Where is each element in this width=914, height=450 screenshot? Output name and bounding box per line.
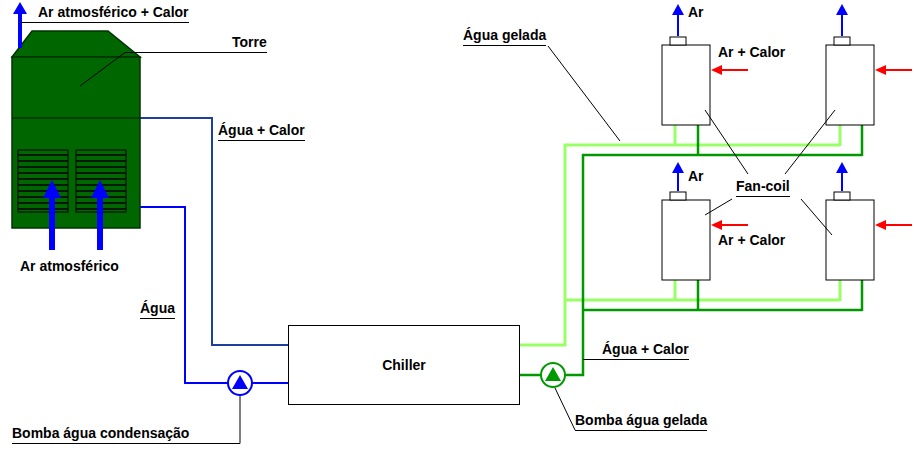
fan-coil-outlet [670,192,686,200]
fan-coil-unit [826,200,874,280]
pump-label: Bomba água condensação [12,425,189,444]
water-pipe [140,207,288,383]
fan-coil-unit [662,200,710,280]
heat-arrow [720,224,748,226]
leader-line [20,22,40,23]
air-arrow-head [672,4,684,15]
pipe-label: Água gelada [463,27,546,46]
air-arrow-head [91,180,109,198]
chilled-water-pipe [674,280,677,300]
leader-line [785,110,835,174]
tower-louvre [18,150,68,212]
leader-line [705,110,748,174]
return-water-pipe [861,280,864,311]
tower-seam [12,117,140,119]
tower-body [12,57,140,228]
air-arrow [18,12,22,48]
fan-coil-unit [662,45,710,125]
air-arrow-head [13,2,27,14]
return-water-pipe [697,125,700,155]
cooling-tower: Torre [10,28,140,228]
fan-coil-outlet [834,192,850,200]
fan-coil-outlet [670,37,686,45]
chilled-water-pipe [839,280,842,301]
return-water-pipe [520,155,862,375]
heat-arrow-head [711,65,722,75]
air-inlet-label: Ar atmosférico [20,258,119,275]
pump-symbol [232,375,248,389]
heat-arrow [884,69,912,71]
air-outlet-label: Ar atmosférico + Calor [38,4,189,23]
fan-coil-label: Fan-coil [736,178,790,197]
heat-arrow-head [711,220,722,230]
pump-symbol [545,367,561,381]
chilled-water-pipe [565,299,840,302]
return-water-pipe [861,125,864,156]
air-arrow [841,172,843,191]
air-arrow [677,172,679,191]
pipe-label: Água + Calor [602,341,689,360]
heat-arrow [720,69,748,71]
leader-line [185,443,240,444]
leader-line [801,199,832,235]
pump-symbol [541,363,565,387]
water-pipe [140,118,288,345]
heat-arrow [884,224,912,226]
chilled-water-pipe [839,125,842,146]
tower-cap [12,31,140,57]
chilled-water-pipe [674,125,677,145]
part-label: Torre [232,34,267,53]
leader-line [80,53,125,87]
air-arrow [677,14,679,36]
air-arrow [841,14,843,36]
leader-line [240,396,241,444]
air-heat-label: Ar + Calor [718,232,785,249]
heat-arrow-head [875,220,886,230]
pipe-label: Água [140,300,175,319]
leader-line [705,199,732,215]
air-arrow-head [836,162,848,173]
fan-coil-outlet [834,37,850,45]
leader-line [583,359,602,360]
air-arrow-head [43,180,61,198]
pipe-label: Água + Calor [218,122,305,141]
chiller-box: Chiller [288,325,520,405]
air-arrow-head [836,4,848,15]
air-label: Ar [688,168,704,185]
leader-line [548,46,620,141]
pump-symbol [228,371,252,395]
air-label: Ar [688,4,704,21]
return-water-pipe [583,309,862,312]
air-arrow-head [672,162,684,173]
air-heat-label: Ar + Calor [718,44,785,61]
return-water-pipe [697,280,700,310]
leader-line [555,388,575,430]
chilled-water-pipe [520,145,840,345]
box-label: Chiller [382,357,426,374]
heat-arrow-head [875,65,886,75]
pump-label: Bomba água gelada [575,412,707,431]
leader-line [125,52,234,53]
air-arrow [97,196,103,250]
air-arrow [49,196,55,250]
